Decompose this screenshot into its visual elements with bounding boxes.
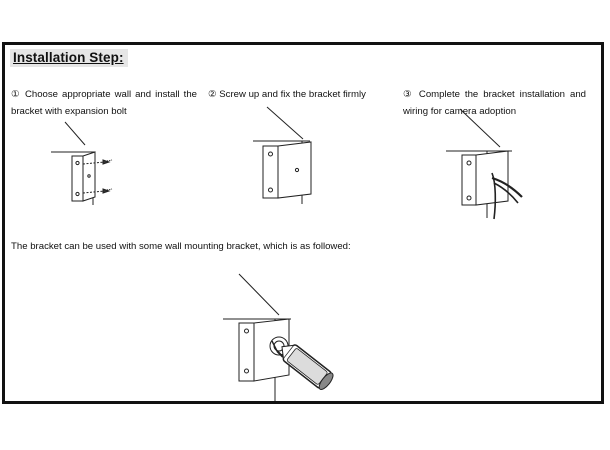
step-3-text: ③ Complete the bracket installation and …: [403, 89, 586, 117]
compatibility-note: The bracket can be used with some wall m…: [11, 241, 351, 252]
bracket-with-expansion-bolts-icon: [43, 119, 143, 209]
bracket-with-wiring-icon: [440, 103, 540, 223]
section-title: Installation Step:: [10, 49, 128, 67]
camera-on-bracket-icon: [217, 271, 352, 406]
step-1-text: ① Choose appropriate wall and install th…: [11, 89, 197, 117]
installation-panel: Installation Step: ① Choose appropriate …: [2, 42, 604, 404]
step-2-text: ② Screw up and fix the bracket firmly: [208, 89, 366, 100]
bracket-fixed-icon: [245, 99, 325, 209]
